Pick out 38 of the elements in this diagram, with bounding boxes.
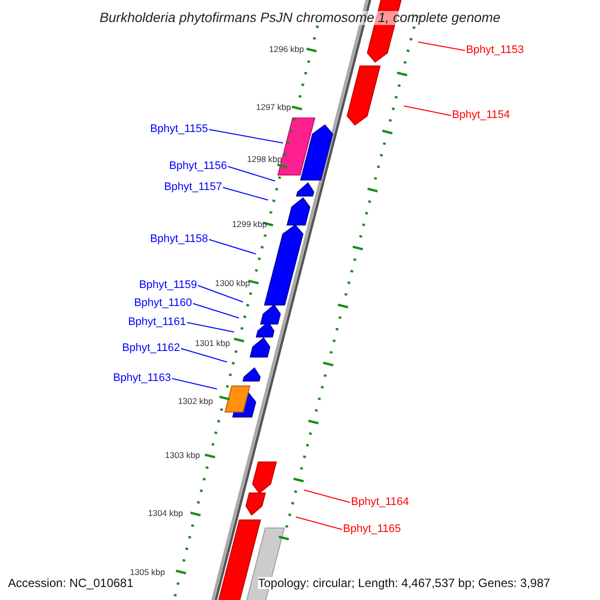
leader-line bbox=[192, 303, 240, 318]
scale-label: 1303 kbp bbox=[165, 451, 200, 460]
scale-label: 1301 kbp bbox=[195, 339, 230, 348]
gene-label: Bphyt_1159 bbox=[139, 280, 197, 291]
gene-label: Bphyt_1163 bbox=[113, 373, 171, 384]
leader-line bbox=[304, 490, 350, 503]
gene-label: Bphyt_1160 bbox=[134, 298, 192, 309]
gene-label: Bphyt_1154 bbox=[452, 110, 510, 121]
leader-line bbox=[180, 348, 228, 362]
gene-label: Bphyt_1161 bbox=[128, 317, 186, 328]
gene-label: Bphyt_1155 bbox=[150, 124, 208, 135]
scale-label: 1297 kbp bbox=[256, 103, 291, 112]
leader-line bbox=[172, 378, 218, 390]
leader-line bbox=[418, 42, 466, 51]
gene-label: Bphyt_1157 bbox=[164, 182, 222, 193]
scale-label: 1298 kbp bbox=[247, 155, 282, 164]
gene-label: Bphyt_1153 bbox=[466, 45, 524, 56]
scale-label: 1299 kbp bbox=[232, 220, 267, 228]
scale-label: 1302 kbp bbox=[178, 397, 213, 406]
gene-label: Bphyt_1162 bbox=[122, 343, 180, 354]
gene-label: Bphyt_1165 bbox=[343, 524, 401, 535]
leader-line bbox=[296, 516, 342, 530]
scale-label: 1305 kbp bbox=[130, 568, 165, 576]
leader-line bbox=[222, 187, 268, 200]
leader-line bbox=[208, 239, 256, 254]
accession-text: Accession: NC_010681 bbox=[8, 577, 134, 589]
leader-line bbox=[208, 129, 284, 144]
scale-label: 1304 kbp bbox=[148, 509, 183, 518]
scale-label: 1300 kbp bbox=[215, 279, 250, 288]
gene-label: Bphyt_1156 bbox=[169, 161, 227, 172]
leader-line bbox=[198, 285, 244, 302]
leader-line bbox=[186, 322, 234, 332]
gene-label: Bphyt_1158 bbox=[150, 234, 208, 245]
topology-text: Topology: circular; Length: 4,467,537 bp; Genes: 3,987 bbox=[258, 577, 550, 589]
scale-label: 1296 kbp bbox=[269, 45, 304, 54]
leader-line bbox=[228, 166, 276, 182]
leader-line bbox=[404, 106, 452, 116]
gene-label: Bphyt_1164 bbox=[351, 497, 409, 508]
